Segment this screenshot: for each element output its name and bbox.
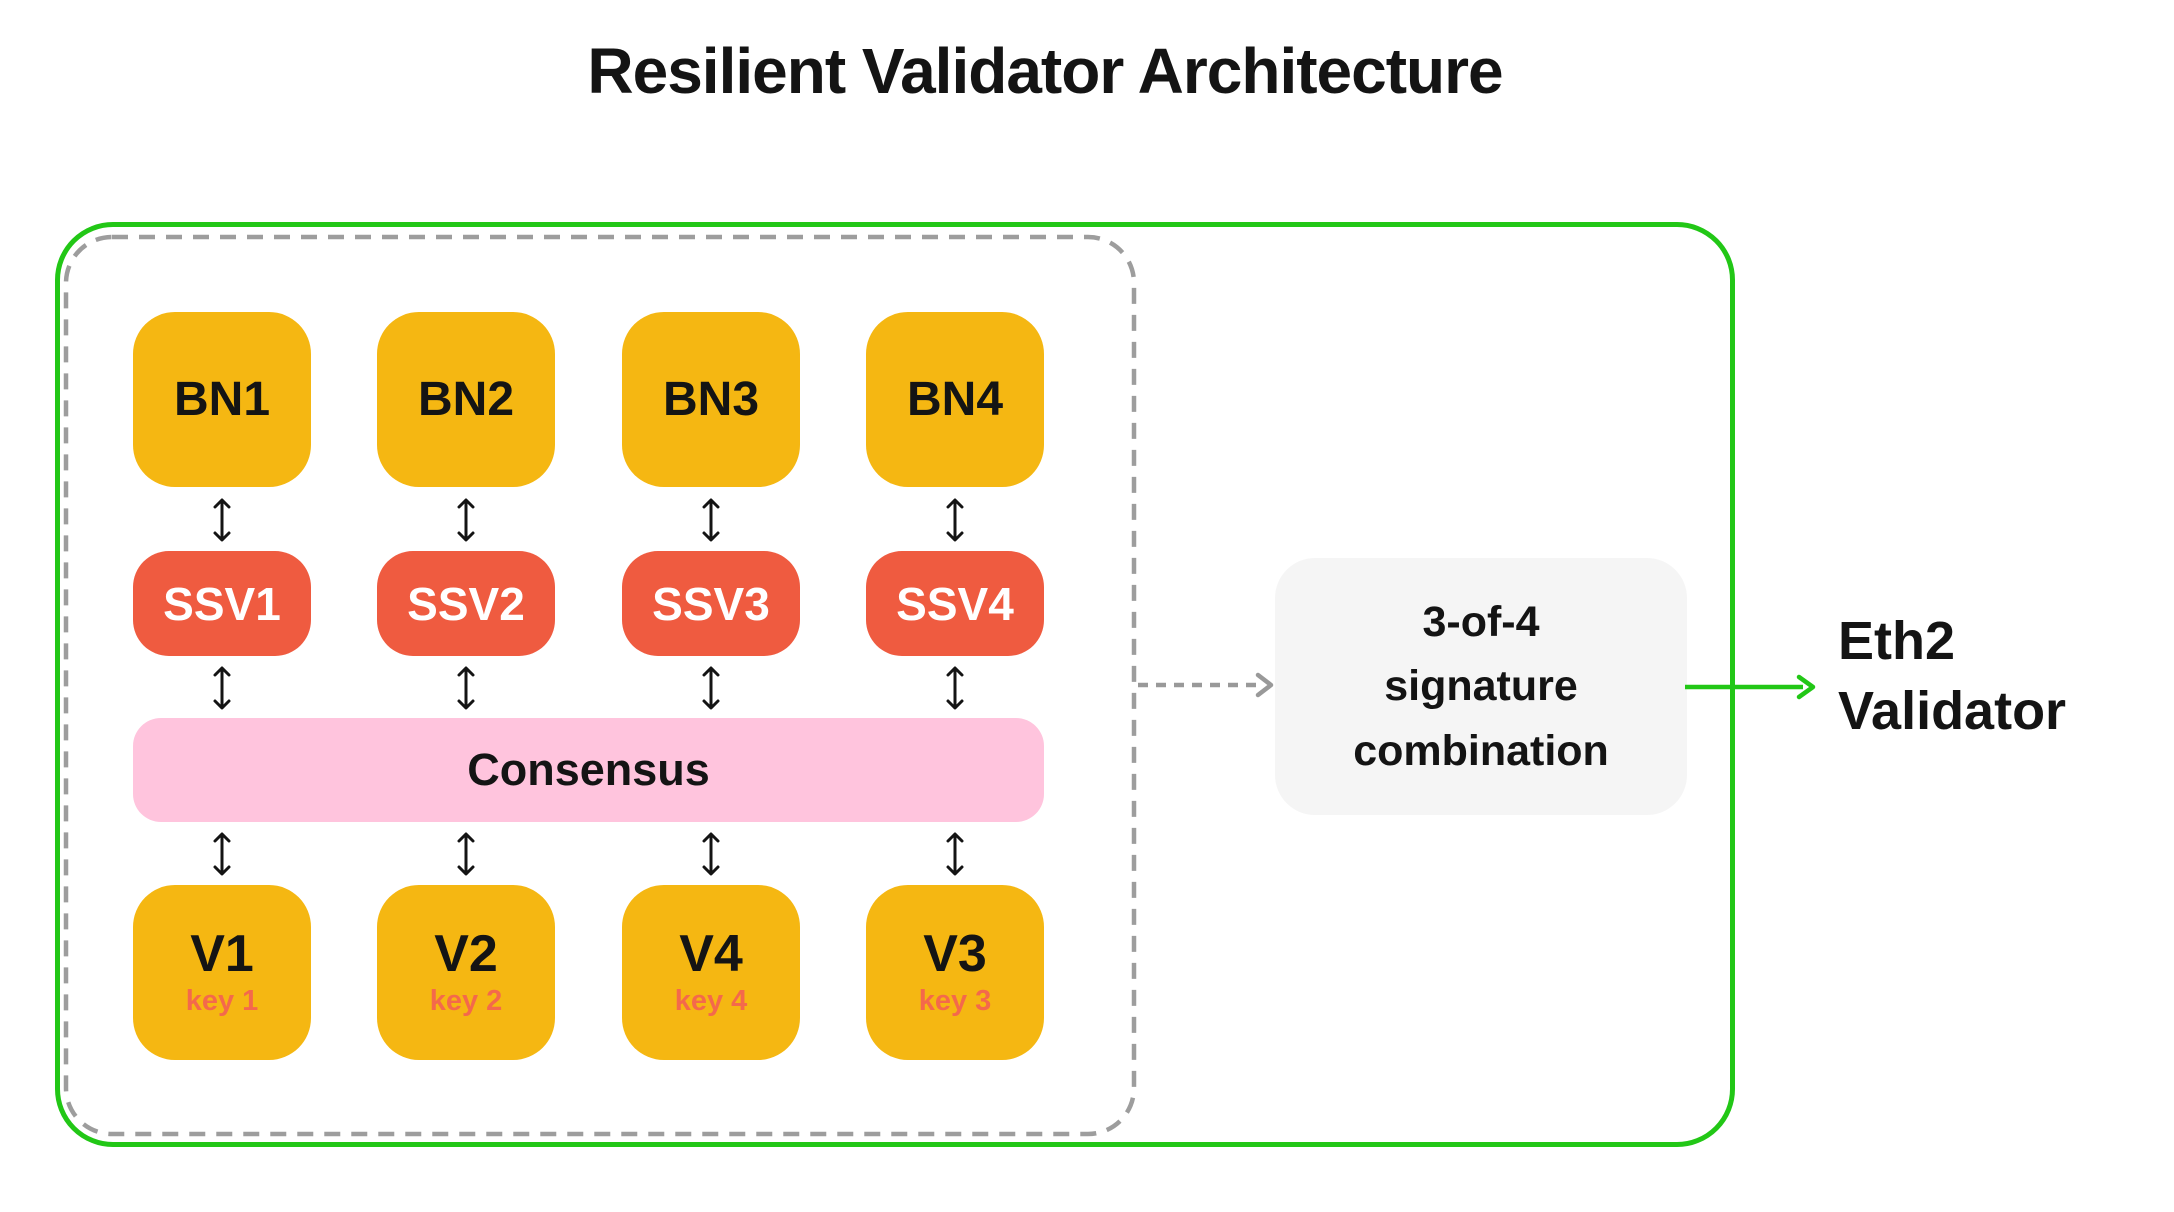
validator-node-v4: V4 key 4 xyxy=(622,885,800,1060)
ssv-node-ssv3: SSV3 xyxy=(622,551,800,656)
combiner-line: 3-of-4 xyxy=(1422,597,1540,646)
ssv-node-label: SSV4 xyxy=(896,577,1014,630)
ssv-node-ssv1: SSV1 xyxy=(133,551,311,656)
validator-node-v2: V2 key 2 xyxy=(377,885,555,1060)
combiner-line: combination xyxy=(1353,726,1609,775)
bidirectional-arrow-icon xyxy=(702,666,720,710)
validator-label: V2 xyxy=(434,924,498,983)
validator-key-label: key 4 xyxy=(674,985,748,1018)
ssv-node-ssv2: SSV2 xyxy=(377,551,555,656)
combiner-line: signature xyxy=(1384,662,1578,711)
validator-node-v1: V1 key 1 xyxy=(133,885,311,1060)
beacon-node-label: BN4 xyxy=(906,373,1004,426)
ssv-node-label: SSV3 xyxy=(652,577,770,630)
bidirectional-arrow-icon xyxy=(702,498,720,542)
beacon-node-bn4: BN4 xyxy=(866,312,1044,487)
validator-label: V4 xyxy=(679,924,743,983)
consensus-bar: Consensus xyxy=(133,718,1044,822)
bidirectional-arrow-icon xyxy=(457,832,475,876)
validator-label: V3 xyxy=(923,924,987,983)
eth2-validator-label: Eth2 Validator xyxy=(1838,606,2066,746)
bidirectional-arrow-icon xyxy=(457,498,475,542)
beacon-node-label: BN2 xyxy=(417,373,515,426)
validator-key-label: key 3 xyxy=(918,985,992,1018)
validator-label: V1 xyxy=(190,924,254,983)
signature-combiner-box: 3-of-4 signature combination xyxy=(1275,558,1687,815)
bidirectional-arrow-icon xyxy=(213,666,231,710)
validator-cluster-boundary xyxy=(55,222,1735,1147)
diagram-title: Resilient Validator Architecture xyxy=(587,35,1503,107)
ssv-cluster-dashed-boundary xyxy=(63,234,1137,1137)
ssv-node-label: SSV1 xyxy=(163,577,281,630)
dashed-flow-arrow-icon xyxy=(1138,672,1274,698)
result-line: Eth2 xyxy=(1838,611,1956,671)
validator-key-label: key 1 xyxy=(185,985,259,1018)
bidirectional-arrow-icon xyxy=(213,832,231,876)
beacon-node-bn1: BN1 xyxy=(133,312,311,487)
validator-key-label: key 2 xyxy=(429,985,503,1018)
consensus-label: Consensus xyxy=(467,744,710,795)
beacon-node-bn3: BN3 xyxy=(622,312,800,487)
beacon-node-label: BN3 xyxy=(662,373,760,426)
ssv-node-label: SSV2 xyxy=(407,577,525,630)
beacon-node-label: BN1 xyxy=(173,373,271,426)
bidirectional-arrow-icon xyxy=(946,832,964,876)
bidirectional-arrow-icon xyxy=(702,832,720,876)
output-arrow-icon xyxy=(1685,674,1816,700)
beacon-node-bn2: BN2 xyxy=(377,312,555,487)
ssv-node-ssv4: SSV4 xyxy=(866,551,1044,656)
result-line: Validator xyxy=(1838,681,2067,742)
validator-node-v3: V3 key 3 xyxy=(866,885,1044,1060)
bidirectional-arrow-icon xyxy=(457,666,475,710)
bidirectional-arrow-icon xyxy=(946,666,964,710)
bidirectional-arrow-icon xyxy=(213,498,231,542)
bidirectional-arrow-icon xyxy=(946,498,964,542)
